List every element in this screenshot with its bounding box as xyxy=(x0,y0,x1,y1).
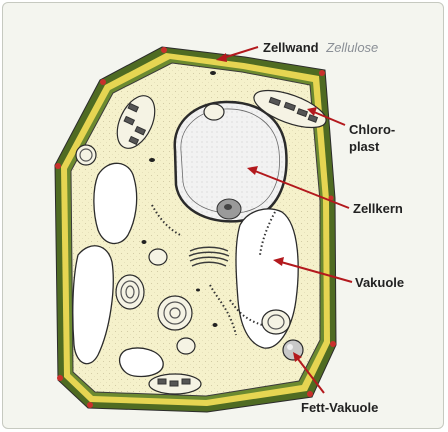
label-fett-vakuole: Fett-Vakuole xyxy=(301,400,378,415)
label-zellulose: Zellulose xyxy=(325,40,378,55)
label-zellkern: Zellkern xyxy=(353,201,403,216)
label-zellwand: Zellwand Zellulose xyxy=(263,40,378,55)
label-chloroplast-line1: Chloro- xyxy=(349,122,395,137)
label-chloroplast-line2: plast xyxy=(349,139,380,154)
nucleus xyxy=(175,102,287,221)
label-vakuole: Vakuole xyxy=(355,275,404,290)
label-chloroplast: Chloro- plast xyxy=(349,122,399,154)
label-zellwand-main: Zellwand xyxy=(263,40,319,55)
